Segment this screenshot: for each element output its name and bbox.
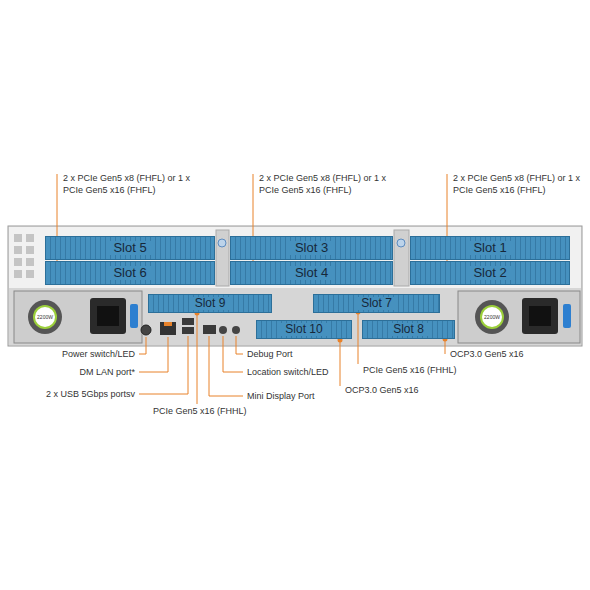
riser-divider: [216, 230, 229, 286]
debug-port: [232, 326, 240, 334]
slot-label: Slot 4: [290, 266, 333, 280]
callout-label: Debug Port: [246, 348, 294, 360]
thumb-screw: [218, 239, 226, 247]
lower-bay: [9, 288, 581, 345]
slot-label: Slot 5: [108, 241, 151, 255]
pcie-slot: Slot 3: [230, 236, 393, 260]
pcie-slot: Slot 6: [45, 261, 215, 285]
callout-label: 2 x PCIe Gen5 x8 (FHFL) or 1 x PCIe Gen5…: [62, 172, 196, 196]
pcie-slot: Slot 9: [148, 294, 272, 313]
callout-label: Mini Display Port: [246, 390, 316, 402]
power-socket: [529, 306, 551, 326]
callout-label: PCIe Gen5 x16 (FHHL): [152, 405, 248, 417]
slot-label: Slot 7: [356, 297, 397, 310]
pcie-slot: Slot 5: [45, 236, 215, 260]
psu-fan: [28, 300, 62, 334]
pcie-slot: Slot 2: [410, 261, 570, 285]
upper-bay: [9, 227, 581, 288]
callout-label: PCIe Gen5 x16 (FHHL): [362, 364, 458, 376]
psu-latch: [130, 304, 138, 328]
thumb-screw: [397, 239, 405, 247]
pcie-slot: Slot 10: [256, 320, 352, 339]
callout-label: 2 x PCIe Gen5 x8 (FHFL) or 1 x PCIe Gen5…: [258, 172, 392, 196]
pcie-slot: Slot 4: [230, 261, 393, 285]
power-socket: [90, 298, 126, 334]
slot-label: Slot 1: [468, 241, 511, 255]
vent: [14, 234, 34, 278]
slot-label: Slot 9: [190, 297, 231, 310]
usb-port: [182, 318, 194, 325]
slot-label: Slot 3: [290, 241, 333, 255]
psu-rating: 2200W: [483, 314, 501, 321]
slot-label: Slot 6: [108, 266, 151, 280]
pcie-slot: Slot 8: [362, 320, 455, 339]
leader-dot: [55, 262, 450, 343]
power-supply: [458, 291, 580, 343]
location-button: [219, 326, 227, 334]
riser-divider: [394, 230, 409, 286]
power-button: [141, 325, 151, 335]
slot-label: Slot 10: [280, 323, 327, 336]
pcie-slot: Slot 7: [313, 294, 440, 313]
callout-label: OCP3.0 Gen5 x16: [344, 384, 420, 396]
mini-display-port: [203, 325, 216, 334]
psu-fan: [35, 307, 55, 327]
callout-label: Power switch/LED: [61, 348, 136, 360]
pcie-slot: Slot 1: [410, 236, 570, 260]
power-supply: [14, 291, 142, 343]
callout-label: 2 x PCIe Gen5 x8 (FHFL) or 1 x PCIe Gen5…: [452, 172, 586, 196]
power-socket: [97, 306, 119, 326]
slot-label: Slot 8: [388, 323, 429, 336]
slot-label: Slot 2: [468, 266, 511, 280]
psu-latch: [563, 304, 571, 328]
psu-fan: [480, 305, 504, 329]
chassis: [8, 226, 582, 346]
psu-rating: 2200W: [36, 314, 54, 321]
psu-fan: [33, 305, 57, 329]
lan-port: [160, 322, 176, 335]
power-socket: [522, 298, 558, 334]
usb-port: [182, 327, 194, 334]
callout-label: Location switch/LED: [246, 366, 330, 378]
psu-fan: [482, 307, 502, 327]
callout-label: 2 x USB 5Gbps portsv: [45, 388, 136, 400]
callout-label: OCP3.0 Gen5 x16: [449, 348, 525, 360]
callout-label: DM LAN port*: [78, 366, 136, 378]
lan-port: [164, 322, 172, 326]
psu-fan: [475, 300, 509, 334]
